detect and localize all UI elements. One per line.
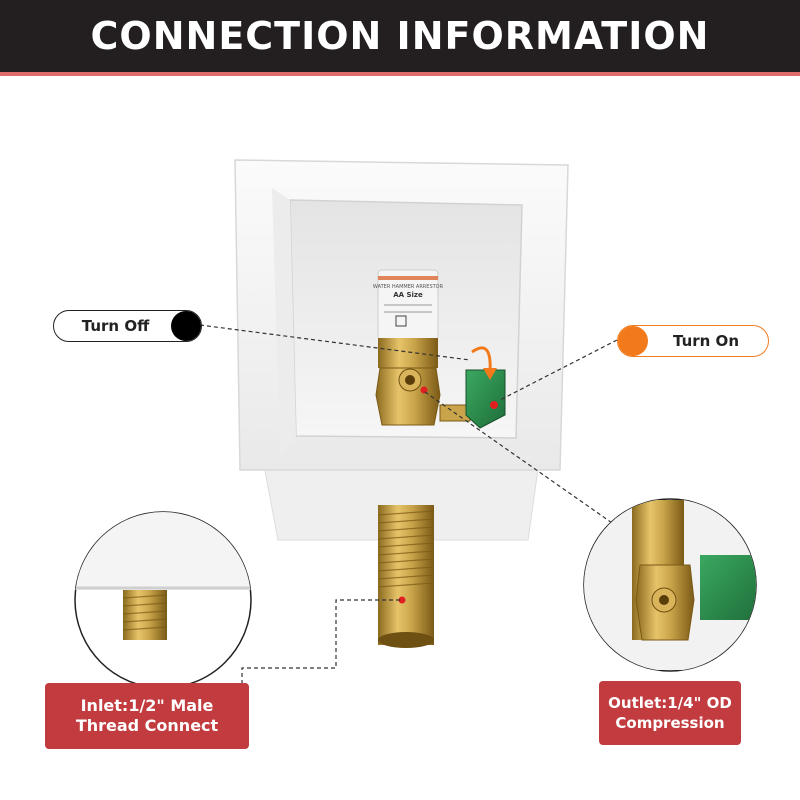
- page-title: CONNECTION INFORMATION: [90, 14, 710, 58]
- turn-on-text: Turn On: [673, 332, 739, 350]
- brass-valve-body: [375, 338, 441, 426]
- on-indicator-dot: [618, 326, 648, 356]
- arrestor-label-line2: AA Size: [393, 291, 423, 299]
- water-hammer-arrestor: WATER HAMMER ARRESTOR AA Size: [373, 269, 444, 341]
- header-bar: CONNECTION INFORMATION: [0, 0, 800, 72]
- outlet-callout-line1: Outlet:1/4" OD: [608, 694, 732, 712]
- turn-off-label: Turn Off: [53, 310, 202, 342]
- off-indicator-dot: [171, 311, 201, 341]
- outlet-callout-line2: Compression: [615, 714, 725, 732]
- turn-off-text: Turn Off: [81, 317, 150, 335]
- inlet-callout: Inlet:1/2" Male Thread Connect: [45, 683, 249, 749]
- inlet-callout-line1: Inlet:1/2" Male: [80, 696, 214, 715]
- green-valve-handle: [439, 369, 506, 429]
- arrestor-label-line1: WATER HAMMER ARRESTOR: [373, 284, 444, 290]
- turn-on-label: Turn On: [617, 325, 769, 357]
- inlet-threaded-pipe: [377, 505, 435, 648]
- inlet-callout-line2: Thread Connect: [75, 716, 219, 735]
- inlet-detail-circle: [74, 511, 252, 689]
- leader-lines: [199, 324, 626, 688]
- outlet-callout: Outlet:1/4" OD Compression: [599, 681, 741, 745]
- rotate-arrow-icon: [471, 346, 492, 373]
- header-accent-line: [0, 72, 800, 76]
- outlet-detail-circle: [583, 498, 757, 672]
